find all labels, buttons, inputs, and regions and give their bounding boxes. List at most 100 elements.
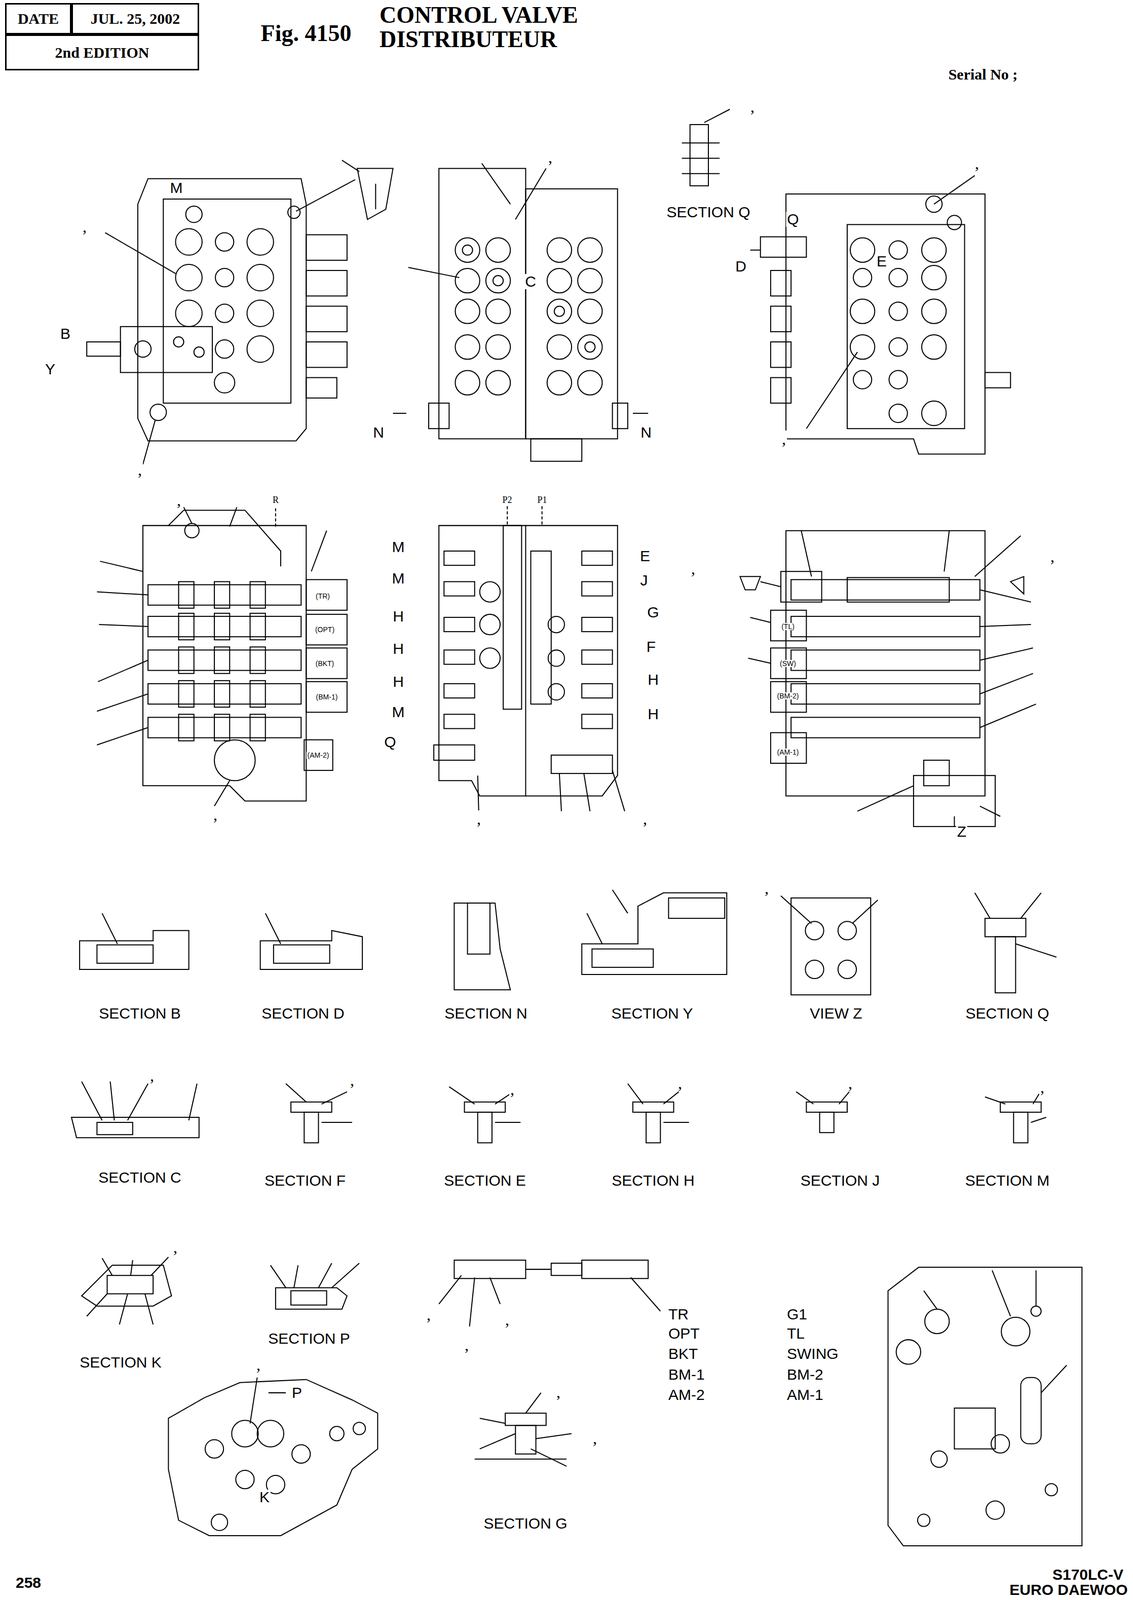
part-label: E [875, 253, 888, 270]
callout-mark: , [1049, 548, 1056, 565]
part-label: SECTION Q [665, 204, 751, 220]
part-label: E [638, 548, 652, 564]
part-label: G [646, 605, 660, 621]
part-label: SECTION D [260, 1006, 346, 1022]
part-label: Serial No ; [947, 66, 1019, 83]
part-label: G1 [785, 1307, 809, 1323]
part-label: (BM-1) [315, 693, 339, 701]
title: CONTROL VALVE DISTRIBUTEUR [379, 3, 664, 53]
part-label: SECTION B [97, 1006, 182, 1022]
callout-mark: , [763, 880, 770, 897]
part-label: B [59, 326, 72, 342]
part-label: BM-1 [667, 1367, 706, 1383]
part-label: AM-2 [667, 1387, 706, 1404]
part-label: TL [785, 1326, 806, 1342]
part-label: BKT [667, 1346, 699, 1363]
callout-mark: , [172, 1239, 179, 1256]
part-label: OPT [667, 1326, 701, 1342]
part-label: M [169, 180, 184, 196]
part-label: SECTION N [443, 1006, 528, 1022]
callout-mark: , [749, 98, 756, 115]
part-label: D [734, 258, 748, 275]
callout-mark: , [555, 1384, 562, 1401]
part-label: M [391, 704, 406, 721]
part-label: K [258, 1490, 271, 1506]
part-label: BM-2 [785, 1367, 825, 1383]
part-label: Q [383, 734, 397, 750]
part-label: N [639, 425, 653, 441]
part-label: Fig. 4150 [259, 21, 353, 46]
header-cell: JUL. 25, 2002 [71, 3, 200, 35]
callout-mark: , [547, 148, 554, 166]
part-label: M [391, 571, 406, 587]
part-label: SECTION Q [964, 1006, 1050, 1022]
part-label: SECTION K [78, 1355, 163, 1371]
part-label: N [371, 425, 386, 441]
callout-mark: , [175, 492, 182, 509]
part-label: VIEW Z [808, 1006, 863, 1022]
part-label: P [290, 1385, 304, 1402]
part-label: H [646, 706, 660, 723]
header-text: DATE [17, 10, 59, 28]
part-label: SECTION H [610, 1173, 696, 1189]
part-label: EURO DAEWOO [1008, 1582, 1129, 1599]
part-label: H [391, 641, 405, 657]
part-label: (SW) [778, 660, 798, 668]
part-label: (AM-1) [776, 748, 801, 757]
part-label: Q [785, 211, 800, 228]
part-label: 258 [14, 1575, 43, 1592]
callout-mark: , [780, 430, 787, 447]
part-label: C [523, 274, 538, 290]
part-label: SECTION G [482, 1516, 569, 1532]
part-label: TR [667, 1307, 690, 1323]
part-label: (TR) [314, 592, 331, 600]
part-label: J [639, 573, 650, 589]
part-label: (AM-2) [306, 751, 331, 760]
callout-mark: , [136, 461, 143, 478]
callout-mark: , [591, 1430, 598, 1447]
part-label: P1 [536, 495, 548, 505]
callout-mark: , [255, 1356, 262, 1374]
part-label: (TL) [780, 623, 796, 631]
callout-mark: , [690, 560, 697, 577]
callout-mark: , [212, 806, 219, 823]
header-cell: DATE [5, 3, 72, 35]
part-label: (BKT) [314, 660, 336, 668]
part-label: SECTION F [263, 1173, 347, 1189]
part-label: H [391, 674, 405, 690]
part-label: SWING [785, 1346, 840, 1363]
callout-mark: , [847, 1075, 854, 1092]
part-label: R [271, 495, 280, 505]
callout-mark: , [81, 218, 88, 235]
part-label: P2 [501, 495, 513, 505]
part-label: Z [956, 824, 968, 840]
callout-mark: , [349, 1072, 356, 1089]
callout-mark: , [425, 1306, 432, 1324]
part-label: SECTION C [97, 1170, 182, 1186]
callout-mark: , [676, 1075, 684, 1092]
header-text: JUL. 25, 2002 [90, 10, 181, 28]
part-label: AM-1 [785, 1387, 825, 1404]
part-label: M [391, 539, 406, 555]
callout-mark: , [463, 1337, 470, 1354]
callout-mark: , [504, 1311, 511, 1329]
part-label: SECTION Y [610, 1006, 694, 1022]
part-label: H [646, 672, 660, 688]
part-label: (OPT) [314, 626, 336, 634]
part-label: F [645, 639, 657, 655]
header-text: 2nd EDITION [55, 44, 150, 62]
part-label: H [391, 609, 405, 625]
part-label: Y [44, 361, 57, 377]
callout-mark: , [509, 1081, 516, 1098]
callout-mark: , [641, 810, 649, 827]
callout-mark: , [973, 155, 980, 172]
part-label: (BM-2) [776, 692, 801, 700]
header-cell: 2nd EDITION [5, 34, 200, 71]
callout-mark: , [475, 810, 482, 827]
callout-mark: , [1039, 1079, 1046, 1096]
part-label: SECTION E [442, 1173, 527, 1189]
callout-mark: , [148, 1067, 156, 1084]
part-label: SECTION M [964, 1173, 1051, 1189]
part-label: S170LC-V [1051, 1567, 1125, 1583]
